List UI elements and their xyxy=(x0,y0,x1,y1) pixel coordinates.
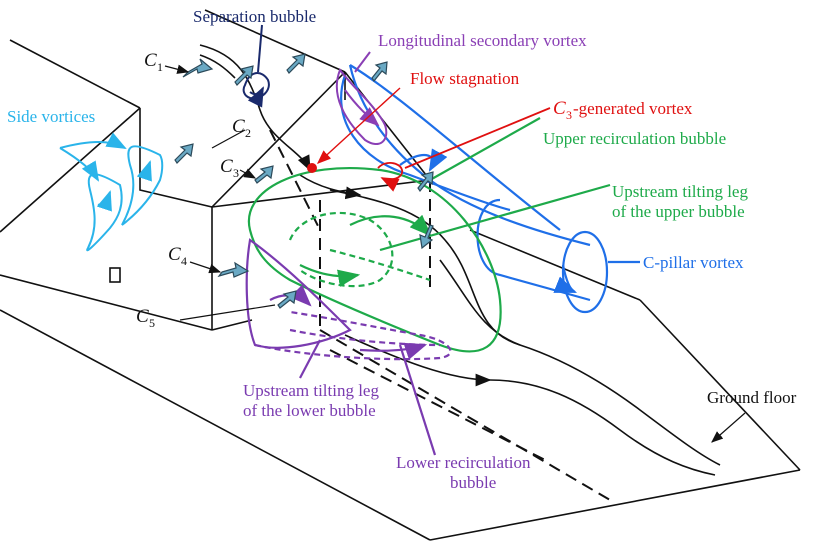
label-lower-recirculation-2: bubble xyxy=(450,473,496,492)
label-c3-generated-vortex: C 3 -generated vortex xyxy=(553,98,693,122)
arrow-c2 xyxy=(174,143,194,164)
label-c-pillar-vortex: C-pillar vortex xyxy=(643,253,744,272)
label-side-vortices: Side vortices xyxy=(7,107,95,126)
label-c5: C 5 xyxy=(136,306,155,330)
c4-letter: C xyxy=(168,244,181,265)
c5-sub: 5 xyxy=(149,316,155,330)
label-longitudinal-vortex: Longitudinal secondary vortex xyxy=(378,31,587,50)
c3-generated-c: C xyxy=(553,98,566,119)
arrow-c3 xyxy=(254,165,274,184)
c-leader-lines xyxy=(164,64,276,321)
c3-generated-vortex xyxy=(377,107,551,192)
flow-stagnation-marker xyxy=(307,87,401,173)
c1-sub: 1 xyxy=(157,60,163,74)
c3-generated-sub: 3 xyxy=(566,108,572,122)
streamlines xyxy=(199,44,721,476)
upper-recirculation-bubble xyxy=(247,117,611,353)
c5-letter: C xyxy=(136,306,149,327)
label-ground-floor: Ground floor xyxy=(707,388,797,407)
longitudinal-secondary-vortex xyxy=(335,51,388,145)
arrow-c1 xyxy=(182,58,214,78)
label-upstream-lower-1: Upstream tilting leg xyxy=(243,381,379,400)
label-c3: C 3 xyxy=(220,156,239,180)
centerline-guides xyxy=(269,129,611,501)
side-vortices xyxy=(59,132,164,252)
c4-sub: 4 xyxy=(181,254,187,268)
label-c1: C 1 xyxy=(144,50,163,74)
vehicle-body-outline xyxy=(0,9,801,541)
arrow-c5 xyxy=(277,290,297,309)
c3-sub: 3 xyxy=(233,166,239,180)
arrow-roof-1 xyxy=(234,65,254,86)
c3-generated-text: -generated vortex xyxy=(573,99,693,118)
label-upstream-upper-1: Upstream tilting leg xyxy=(612,182,748,201)
label-flow-stagnation: Flow stagnation xyxy=(410,69,520,88)
label-upstream-lower-2: of the lower bubble xyxy=(243,401,376,420)
c2-letter: C xyxy=(232,116,245,137)
arrow-roof-2 xyxy=(286,53,306,74)
c-arrows xyxy=(174,53,434,309)
label-upper-recirculation: Upper recirculation bubble xyxy=(543,129,726,148)
c3-letter: C xyxy=(220,156,233,177)
label-upstream-upper-2: of the upper bubble xyxy=(612,202,745,221)
label-c4: C 4 xyxy=(168,244,187,268)
label-c2: C 2 xyxy=(232,116,251,140)
c1-letter: C xyxy=(144,50,157,71)
arrow-base-2 xyxy=(417,171,434,193)
c2-sub: 2 xyxy=(245,126,251,140)
arrow-base-1 xyxy=(419,224,434,250)
separation-bubble xyxy=(242,24,270,108)
label-lower-recirculation-1: Lower recirculation xyxy=(396,453,531,472)
ground-floor-leader xyxy=(711,412,746,443)
arrow-slant-1 xyxy=(371,61,388,83)
stagnation-point xyxy=(307,163,317,173)
arrow-c4 xyxy=(217,261,250,278)
label-separation-bubble: Separation bubble xyxy=(193,7,316,26)
